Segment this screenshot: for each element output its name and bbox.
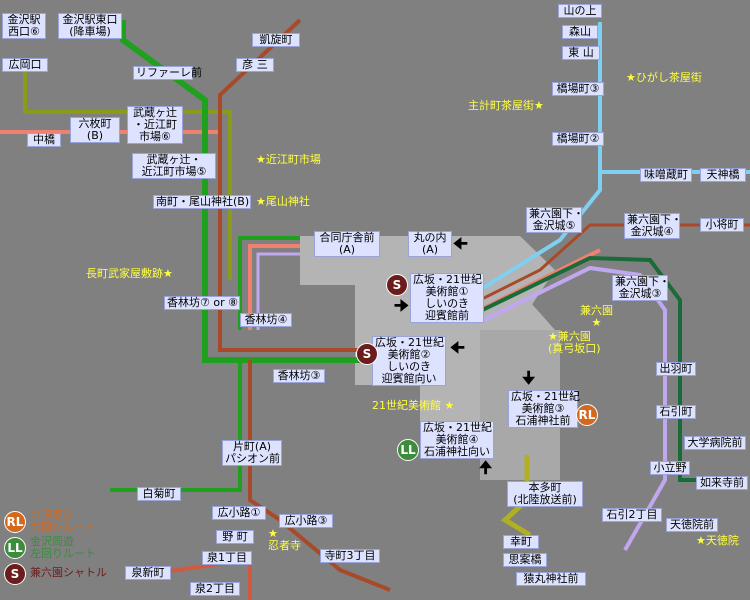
line-green-loop (238, 236, 300, 330)
stop-hashibacho2: 橋場町② (552, 132, 604, 146)
stop-demachi: 出羽町 (656, 362, 696, 376)
stop-musashi5: 武蔵ヶ辻・ 近江町市場⑤ (132, 153, 216, 179)
stop-shiragikucho: 白菊町 (137, 487, 181, 501)
line-green-south (110, 358, 242, 492)
stop-hirokoji1: 広小路① (212, 506, 266, 520)
legend-ll-badge: LL (4, 537, 26, 559)
line-brown (218, 18, 380, 352)
stop-katamachi: 片町(A) パシオン前 (222, 440, 282, 466)
legend-ll-text: 金沢周遊 左回りルート (30, 535, 96, 560)
stop-izumishinmachi: 泉新町 (125, 566, 171, 580)
line-yellowolive (500, 455, 532, 538)
stop-kodatsuno: 小立野 (650, 461, 690, 475)
stop-hirokoji3: 広小路③ (279, 514, 333, 528)
stop-tenjinbashi: 天神橋 (700, 168, 746, 182)
spot-oyama: ★尾山神社 (256, 195, 310, 208)
spot-kazuemachi: 主計町茶屋街★ (468, 99, 544, 112)
shuttle-badge-hirosaka2: S (356, 343, 378, 365)
arrow-left-icon: 🠈 (453, 234, 468, 253)
rl-badge-hirosaka3: RL (576, 404, 598, 426)
stop-izumi1: 泉1丁目 (202, 551, 252, 565)
stop-kenroku-kanazawajo5: 兼六園下・ 金沢城⑤ (526, 207, 584, 233)
line-green (120, 20, 370, 363)
stop-hirosaka4: 広坂・21世紀 美術館④ 石浦神社向い (420, 421, 494, 459)
stop-ishibikicho: 石引町 (656, 405, 696, 419)
stop-godochosha: 合同庁舎前 (A) (314, 231, 380, 257)
stop-kanazawa-east: 金沢駅東口 (降車場) (58, 13, 122, 39)
legend-s-text: 兼六園シャトル (30, 566, 107, 579)
arrow-left-icon: 🠈 (450, 338, 465, 357)
spot-ninjadera: ★ 忍者寺 (268, 527, 301, 552)
stop-moriyama: 森山 (562, 25, 598, 39)
stop-yamanoue: 山の上 (558, 4, 602, 18)
stop-hirosaka2: 広坂・21世紀 美術館② しいのき 迎賓館向い (372, 336, 446, 386)
line-lav-loop (256, 252, 300, 330)
spot-omicho: ★近江町市場 (256, 153, 321, 166)
stop-hirosaka1: 広坂・21世紀 美術館① しいのき 迎賓館前 (410, 273, 484, 323)
stop-rokumaicho: 六枚町 (B) (70, 117, 120, 143)
stop-musashi6: 武蔵ヶ辻 ・近江町 市場⑥ (127, 106, 183, 144)
line-salmon-loop (248, 244, 300, 330)
stop-nakahashi: 中橋 (27, 133, 61, 147)
arrow-up-icon: 🠉 (479, 458, 493, 477)
stop-hirosaka3: 広坂・21世紀 美術館③ 石浦神社前 (508, 390, 580, 428)
stop-nomachi: 野 町 (216, 530, 254, 544)
spot-higashi-chaya: ★ひがし茶屋街 (626, 71, 702, 84)
stop-tentokuinmae: 天徳院前 (666, 518, 718, 532)
stop-hirookaguchi: 広岡口 (2, 58, 48, 72)
stop-higashiyama: 東 山 (562, 46, 600, 60)
stop-honda: 本多町 (北陸放送前) (507, 481, 583, 507)
shuttle-badge-hirosaka1: S (386, 274, 408, 296)
stop-korinbo3: 香林坊③ (273, 369, 325, 383)
stop-kenroku-kanazawajo3: 兼六園下・ 金沢城③ (612, 275, 670, 301)
arrow-down-icon: 🠋 (522, 368, 536, 387)
spot-kenrokuen: 兼六園 ★ (580, 304, 613, 329)
stop-ishibiki2: 石引2丁目 (602, 508, 662, 522)
spot-museum21: 21世紀美術館 ★ (372, 399, 455, 412)
spot-tentokuin: ★天徳院 (696, 534, 739, 547)
stop-hashibacho3: 橋場町③ (552, 82, 604, 96)
stop-minamicho: 南町・尾山神社(B) (153, 195, 251, 209)
stop-kitobamachi: 凱旋町 (252, 33, 300, 47)
stop-rifare: リファーレ前 (133, 66, 202, 80)
stop-koshomachi: 小将町 (700, 218, 744, 232)
stop-saruma: 猿丸神社前 (516, 572, 586, 586)
legend-s-badge: S (4, 563, 26, 585)
stop-daigakubyoin: 大学病院前 (684, 436, 746, 450)
ll-badge-hirosaka4: LL (397, 439, 419, 461)
stop-korinbo4: 香林坊④ (240, 313, 292, 327)
stop-teramachi3: 寺町3丁目 (320, 549, 380, 563)
spot-kenrokuen-gate: ★兼六園 (真弓坂口) (548, 330, 601, 355)
stop-misokura: 味噌蔵町 (640, 168, 692, 182)
line-darkgreen-inner (640, 470, 660, 585)
legend-rl-badge: RL (4, 511, 26, 533)
stop-hikoso: 彦 三 (236, 58, 274, 72)
stop-kenroku-kanazawajo4: 兼六園下・ 金沢城④ (624, 213, 682, 239)
arrow-right-icon: 🠊 (394, 296, 409, 315)
legend-rl-text: 金沢周遊 右回りルート (30, 509, 96, 534)
stop-saiwaimachi: 幸町 (503, 535, 539, 549)
stop-marunouchi: 丸の内 (A) (408, 231, 452, 257)
stop-nyoraiji: 如来寺前 (696, 476, 748, 490)
stop-kanazawa-west: 金沢駅 西口⑥ (2, 13, 46, 39)
stop-shianbashi: 思案橋 (503, 553, 547, 567)
stop-korinbo78: 香林坊⑦ or ⑧ (164, 296, 240, 310)
stop-izumi2: 泉2丁目 (190, 582, 240, 596)
spot-nagamachi: 長町武家屋敷跡★ (86, 267, 173, 280)
